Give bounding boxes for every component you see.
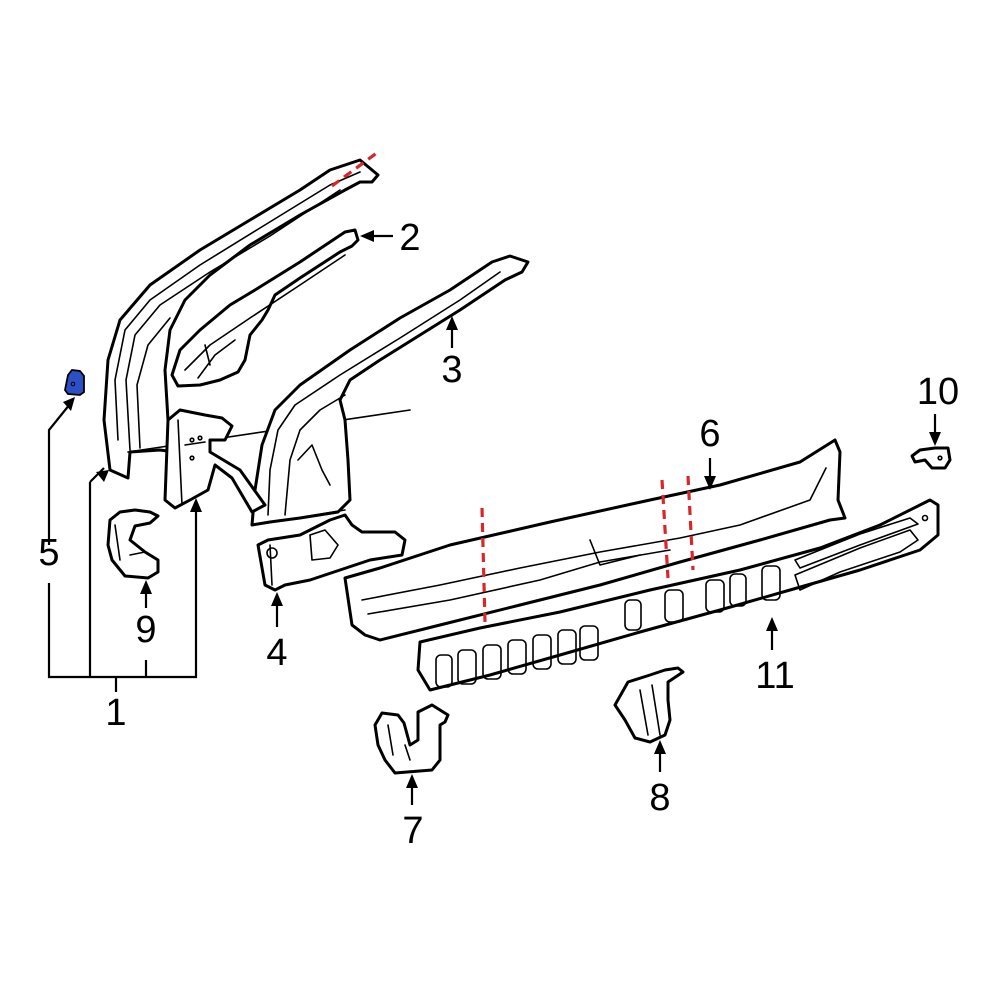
rocker-outer-slots <box>435 514 929 688</box>
callout-9[interactable]: 9 <box>135 609 156 651</box>
leader-lines <box>47 230 941 805</box>
part-3-a-pillar-inner[interactable] <box>250 254 530 527</box>
part-2-pillar-reinforcement[interactable] <box>170 228 360 388</box>
part-8-bracket[interactable] <box>613 666 685 744</box>
part-6-rocker-inner[interactable] <box>343 438 847 642</box>
part-7-bracket[interactable] <box>373 703 450 775</box>
callout-10[interactable]: 10 <box>917 371 959 413</box>
callout-2[interactable]: 2 <box>399 217 420 259</box>
callout-4[interactable]: 4 <box>266 632 287 674</box>
cut-lines <box>331 150 695 623</box>
callout-6[interactable]: 6 <box>699 413 720 455</box>
part-11-rocker-outer[interactable] <box>416 498 940 692</box>
callout-7[interactable]: 7 <box>402 810 423 852</box>
part-10-clip[interactable] <box>910 446 952 470</box>
callout-labels: 1 2 3 4 5 6 7 8 9 10 11 <box>38 217 959 852</box>
callout-11[interactable]: 11 <box>755 655 794 697</box>
part-9-bracket[interactable] <box>106 508 160 580</box>
cut-line-rocker-1 <box>480 507 487 623</box>
cut-line-roof <box>331 150 379 188</box>
callout-5[interactable]: 5 <box>38 532 59 574</box>
part-1-lower-pillar-bracket[interactable] <box>163 408 267 514</box>
cut-line-rocker-3 <box>686 475 695 571</box>
part-5-highlighted-bracket[interactable] <box>64 369 85 396</box>
callout-8[interactable]: 8 <box>649 777 670 819</box>
callout-3[interactable]: 3 <box>441 349 462 391</box>
part-4-rocker-extension[interactable] <box>256 513 407 592</box>
cut-line-rocker-2 <box>660 479 670 579</box>
callout-1[interactable]: 1 <box>105 692 126 734</box>
